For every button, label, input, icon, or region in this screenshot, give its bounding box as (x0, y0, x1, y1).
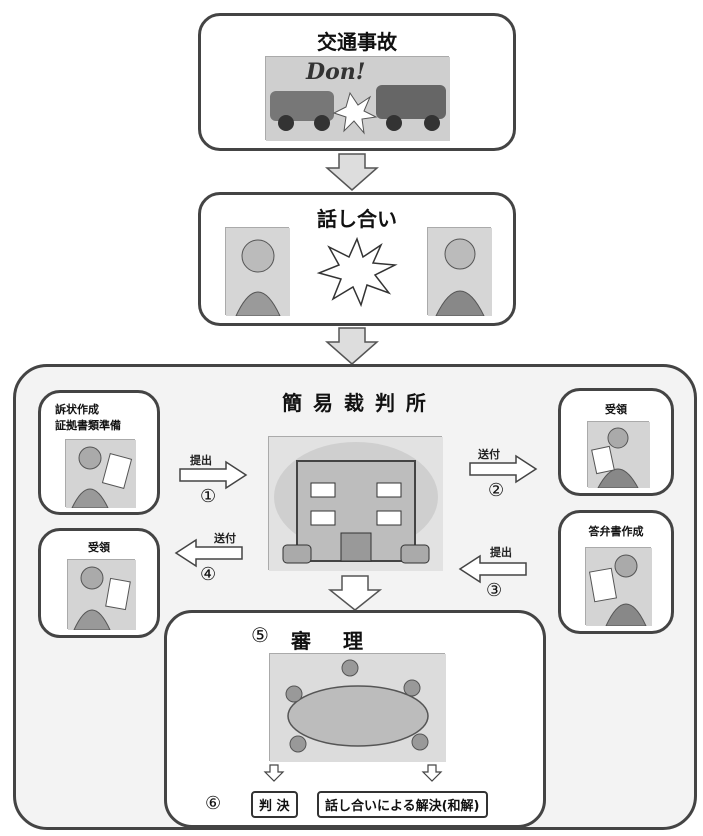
settlement-box: 話し合いによる解決(和解) (317, 791, 488, 818)
arrow2-label: 送付 (478, 448, 500, 461)
arrow4-label: 送付 (214, 532, 236, 545)
hearing-number: ⑤ (251, 623, 269, 647)
plaintiff-prep-line2: 証拠書類準備 (55, 419, 121, 432)
left-arrow-4 (174, 538, 243, 568)
plaintiff-writing-illustration (65, 439, 136, 509)
defendant-receive-box: 受領 (558, 388, 674, 496)
hearing-table-illustration (269, 653, 446, 762)
small-down-arrow-right (421, 764, 443, 782)
plaintiff-prep-line1: 訴状作成 (55, 403, 99, 416)
arrow1-label: 提出 (190, 454, 212, 467)
arrow3-number: ③ (486, 580, 503, 601)
accident-illustration: Don! (265, 56, 450, 141)
clash-burst-icon (316, 236, 398, 308)
down-arrow-1 (325, 153, 379, 191)
result-number: ⑥ (205, 793, 222, 814)
judgment-box: 判 決 (251, 791, 298, 818)
plaintiff-receive-title: 受領 (88, 541, 110, 554)
plaintiff-prep-box: 訴状作成 証拠書類準備 (38, 390, 160, 515)
arrow4-number: ④ (200, 564, 217, 585)
left-arrow-3 (458, 554, 527, 584)
court-building-illustration (268, 436, 443, 571)
defendant-receiving-illustration (587, 421, 650, 489)
discussion-box: 話し合い (198, 192, 516, 326)
small-down-arrow-left (263, 764, 285, 782)
arrow1-number: ① (200, 486, 217, 507)
defendant-writing-illustration (585, 547, 652, 627)
right-arrow-2 (469, 454, 538, 484)
accident-title: 交通事故 (317, 30, 397, 54)
don-text: Don! (306, 59, 366, 85)
defendant-answer-box: 答弁書作成 (558, 510, 674, 634)
defendant-answer-title: 答弁書作成 (588, 525, 644, 538)
plaintiff-receive-box: 受領 (38, 528, 160, 638)
hearing-box: ⑤ 審 理 ⑥ 判 決 話し合いによる解決(和解) (164, 610, 546, 828)
down-arrow-3 (327, 575, 383, 611)
hearing-title: 審 理 (291, 629, 369, 653)
discussion-title: 話し合い (317, 207, 397, 231)
man-illustration (427, 227, 492, 317)
plaintiff-receiving-illustration (67, 559, 136, 631)
arrow2-number: ② (488, 480, 505, 501)
down-arrow-2 (325, 327, 379, 365)
woman-illustration (225, 227, 290, 317)
court-title: 簡 易 裁 判 所 (282, 391, 428, 415)
arrow3-label: 提出 (490, 546, 512, 559)
right-arrow-1 (179, 460, 248, 490)
accident-box: 交通事故 Don! (198, 13, 516, 151)
defendant-receive-title: 受領 (605, 403, 627, 416)
